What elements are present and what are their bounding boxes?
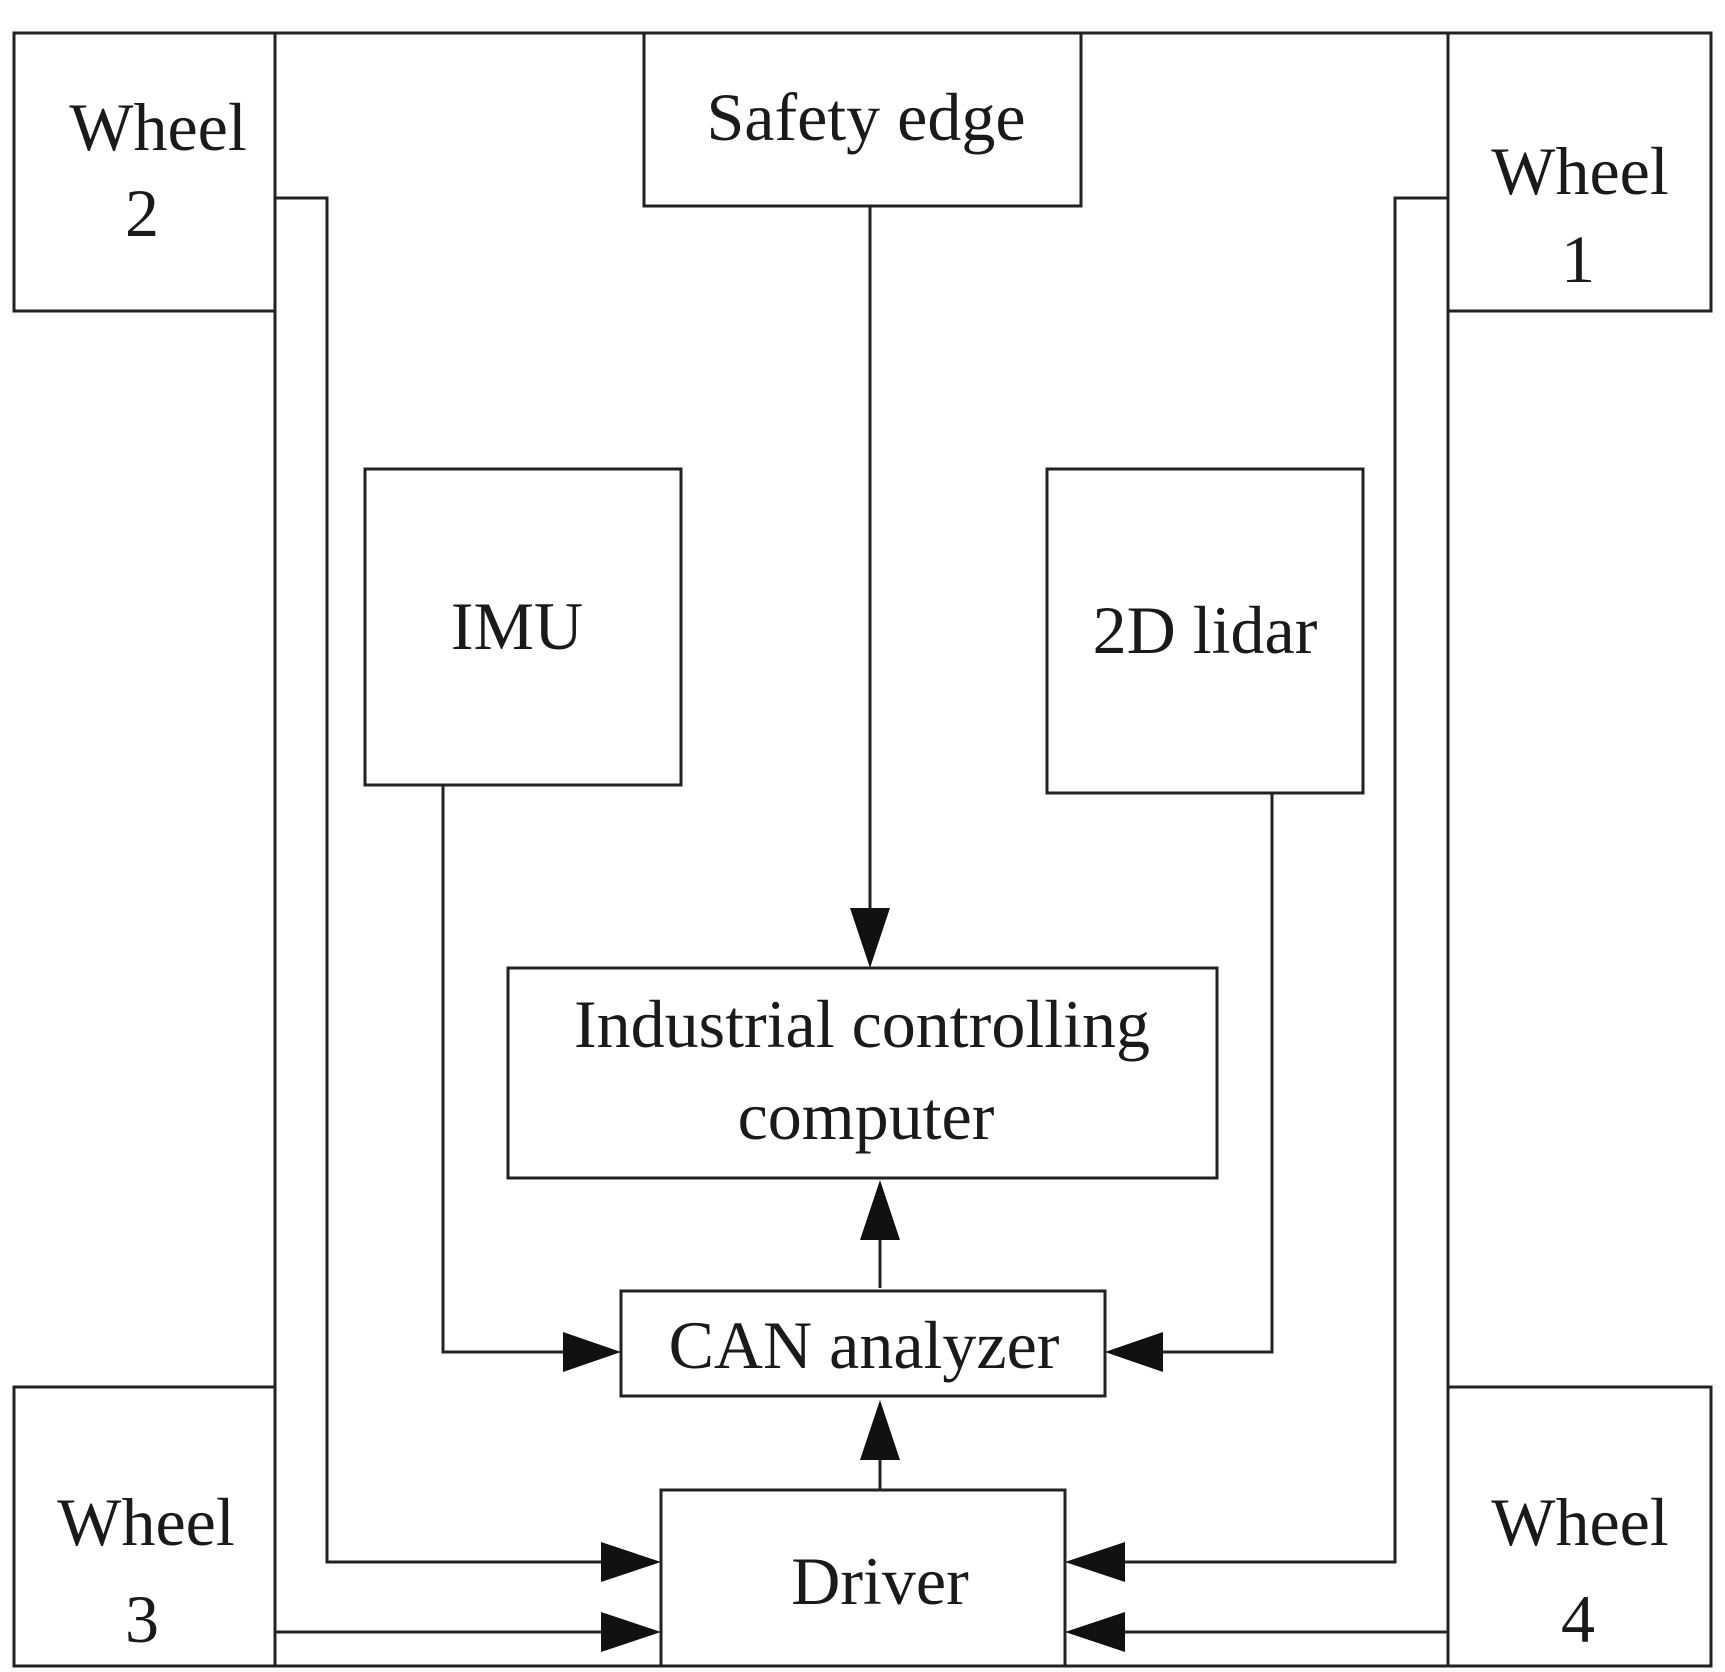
arrowhead-into-can-right: [1105, 1332, 1163, 1372]
industrial-computer-label-line1: Industrial controlling: [574, 986, 1150, 1062]
wheel-1-node: Wheel 1: [1446, 31, 1713, 313]
wheel-2-label-line2: 2: [125, 175, 159, 251]
arrowhead-into-driver-right-upper: [1065, 1542, 1125, 1582]
driver-node: Driver: [659, 1488, 1067, 1668]
arrowhead-into-driver-right-lower: [1065, 1612, 1125, 1652]
wheel-3-label-line1: Wheel: [57, 1484, 234, 1560]
industrial-computer-node: Industrial controlling computer: [506, 966, 1219, 1180]
can-analyzer-label: CAN analyzer: [669, 1307, 1060, 1383]
industrial-computer-label-line2: computer: [738, 1078, 995, 1154]
wheel-2-label-line1: Wheel: [69, 89, 246, 165]
safety-edge-node: Safety edge: [642, 31, 1083, 208]
wheel-1-label-line1: Wheel: [1491, 133, 1668, 209]
wire-wheel1-to-driver: [1123, 196, 1448, 1564]
wheel-3-node: Wheel 3: [12, 1385, 277, 1668]
imu-node: IMU: [363, 467, 683, 787]
arrowhead-into-can-bottom: [860, 1400, 900, 1460]
arrowhead-into-driver-left-upper: [601, 1542, 661, 1582]
wheel-4-label-line2: 4: [1561, 1581, 1595, 1657]
wheel-4-node: Wheel 4: [1446, 1385, 1713, 1668]
wire-imu-to-can: [441, 785, 567, 1354]
wire-lidar-to-can: [1157, 793, 1274, 1354]
wheel-2-node: Wheel 2: [12, 31, 277, 313]
arrowheads: [563, 908, 1163, 1652]
connection-wires: [275, 196, 1448, 1634]
imu-label: IMU: [451, 588, 583, 664]
wheel-3-label-line2: 3: [125, 1581, 159, 1657]
arrowhead-into-driver-left-lower: [601, 1612, 661, 1652]
arrowhead-into-computer-top: [850, 908, 890, 968]
lidar-label: 2D lidar: [1093, 592, 1318, 668]
arrowhead-into-can-left: [563, 1332, 621, 1372]
arrowhead-into-computer-bottom: [860, 1180, 900, 1240]
lidar-node: 2D lidar: [1045, 467, 1365, 795]
safety-edge-label: Safety edge: [706, 79, 1025, 155]
wire-wheel2-to-driver: [275, 196, 602, 1564]
wheel-1-label-line2: 1: [1561, 221, 1595, 297]
wheel-4-label-line1: Wheel: [1491, 1484, 1668, 1560]
can-analyzer-node: CAN analyzer: [619, 1289, 1107, 1398]
driver-label: Driver: [791, 1543, 969, 1619]
